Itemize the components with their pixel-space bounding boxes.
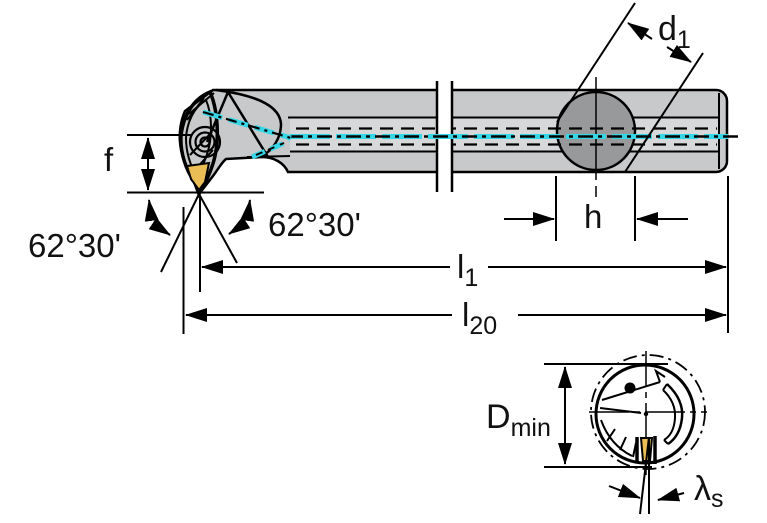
coolant-centerline: [202, 109, 740, 160]
lambda-edge-line: [639, 436, 650, 515]
dim-dmin: Dmin: [486, 363, 668, 468]
f-label: f: [104, 141, 114, 178]
dim-f: f: [104, 134, 264, 194]
d1-label: d1: [658, 10, 691, 54]
coolant-bore-hidden-lines: [296, 127, 717, 146]
insert-screw-icon: [199, 136, 211, 148]
dim-angle-right: 62°30': [198, 193, 361, 264]
dim-lambda-s: λs: [608, 436, 724, 515]
h-label: h: [584, 198, 602, 235]
l20-label: l20: [462, 296, 497, 340]
dim-l20: l20: [182, 207, 727, 340]
coolant-outlet-hole-icon: [624, 382, 636, 394]
angle-right-label: 62°30': [268, 206, 361, 243]
dim-d1: d1: [556, 2, 704, 173]
d1-line-right: [624, 52, 704, 173]
dim-h: h: [504, 176, 688, 241]
d1-line-left: [556, 2, 636, 123]
dim-angle-left: 62°30': [28, 193, 200, 273]
dim-l1: l1: [199, 176, 729, 333]
angle-leg-right: [198, 193, 238, 264]
dmin-label: Dmin: [486, 398, 551, 442]
insert-cutting-corner: [185, 161, 211, 192]
l1-label: l1: [457, 248, 478, 292]
angle-left-label: 62°30': [28, 227, 121, 264]
angle-leg-left: [160, 193, 200, 273]
lambda-s-label: λs: [694, 470, 724, 513]
